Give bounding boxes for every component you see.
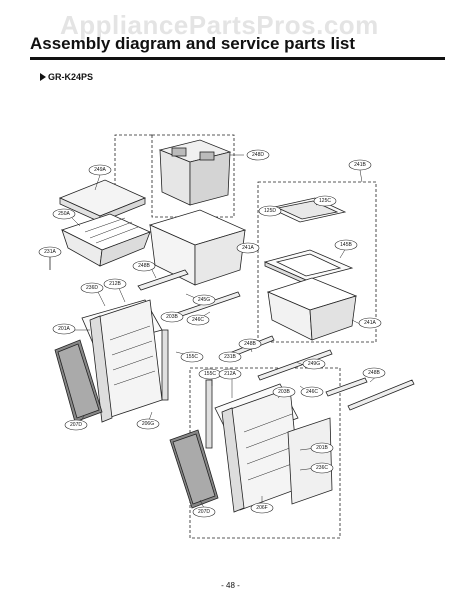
label-203B-a: 203B [160,311,184,323]
label-246C-a: 246C [186,314,210,326]
svg-text:248D: 248D [252,152,264,158]
svg-text:246C: 246C [192,317,204,323]
svg-text:241A: 241A [242,245,254,251]
label-212A: 212A [218,368,242,380]
svg-text:246C: 246C [306,389,318,395]
svg-text:203B: 203B [278,389,290,395]
svg-text:236C: 236C [316,465,328,471]
label-248D: 248D [246,149,270,161]
svg-text:249A: 249A [94,167,106,173]
label-248B-b: 248B [238,338,262,350]
label-206G: 206G [136,418,160,430]
label-236D: 236D [80,282,104,294]
svg-text:212A: 212A [224,371,236,377]
label-231B: 231B [218,351,242,363]
svg-text:207D: 207D [70,422,82,428]
label-241A-top: 241A [236,242,260,254]
svg-text:248B: 248B [244,341,256,347]
svg-text:125C: 125C [319,198,331,204]
svg-text:249G: 249G [308,361,320,367]
svg-text:203B: 203B [166,314,178,320]
right-rail [347,379,415,411]
label-207D-b: 207D [192,506,216,518]
svg-text:206F: 206F [256,505,267,511]
label-207D-a: 207D [64,419,88,431]
label-125D: 125D [258,205,282,217]
svg-text:155C: 155C [204,371,216,377]
label-250A: 250A [52,208,76,220]
label-249A: 249A [88,164,112,176]
label-155C-a: 155C [180,351,204,363]
label-241A-right: 241A [358,317,382,329]
label-145B: 145B [334,239,358,251]
svg-text:231B: 231B [224,354,236,360]
label-246C-b: 246C [300,386,324,398]
label-125C: 125C [313,195,337,207]
page-number: - 48 - [221,581,240,590]
label-201B: 201B [310,442,334,454]
lower-rail [257,349,333,381]
svg-text:250A: 250A [58,211,70,217]
svg-text:248B: 248B [138,263,150,269]
label-245G: 245G [192,294,216,306]
svg-text:207D: 207D [198,509,210,515]
vertical-rail-lower [205,379,213,449]
label-249G: 249G [302,358,326,370]
label-201A: 201A [52,323,76,335]
svg-text:248B: 248B [368,370,380,376]
label-236C: 236C [310,462,334,474]
group-box-right-bins [257,181,377,343]
svg-text:201B: 201B [316,445,328,451]
svg-text:155C: 155C [186,354,198,360]
label-241B: 241B [348,159,372,171]
svg-text:145B: 145B [340,242,352,248]
model-label: GR-K24PS [40,72,93,82]
svg-text:241A: 241A [364,320,376,326]
cover-tray-shape [58,179,147,217]
bullet-triangle-icon [40,73,46,81]
svg-text:241B: 241B [354,162,366,168]
svg-text:125D: 125D [264,208,276,214]
page-title: Assembly diagram and service parts list [30,34,356,53]
svg-text:245G: 245G [198,297,210,303]
svg-text:201A: 201A [58,326,70,332]
label-248B-a: 248B [132,260,156,272]
svg-text:236D: 236D [86,285,98,291]
watermark: AppliancePartsPros.com [60,10,379,40]
svg-text:206G: 206G [142,421,154,427]
left-rail [137,269,189,291]
svg-text:212B: 212B [109,281,121,287]
label-212B: 212B [103,278,127,290]
label-155C-b: 155C [198,368,222,380]
title-rule [30,57,445,60]
vertical-rail-left [161,329,169,401]
label-248B-c: 248B [362,367,386,379]
model-text: GR-K24PS [48,72,94,82]
svg-text:231A: 231A [44,249,56,255]
right-rail-2 [325,377,368,397]
lower-door-side [287,417,333,505]
label-231A: 231A [38,246,62,258]
label-203B-b: 203B [272,386,296,398]
group-left-connector [114,134,152,190]
label-206F: 206F [250,502,274,514]
